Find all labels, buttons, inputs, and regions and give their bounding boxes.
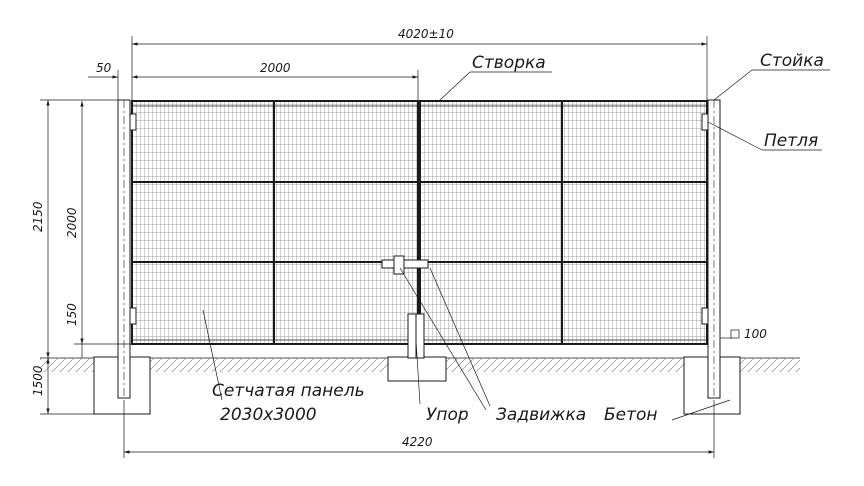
callout-mesh-size: 2030х3000 [220, 405, 317, 425]
stop-icon [407, 313, 425, 359]
hinge-icon [129, 307, 137, 325]
dim-ground-gap: 150 [65, 303, 79, 326]
leader-lines [202, 69, 830, 421]
hinge-icon [701, 307, 709, 325]
hinge-icon [129, 113, 137, 131]
callout-post: Стойка [760, 51, 824, 71]
dim-leaf-width: 2000 [260, 61, 291, 75]
gate-leaves [129, 100, 709, 359]
dim-foundation-depth: 1500 [31, 365, 45, 396]
dim-total-height: 2150 [31, 201, 45, 232]
callout-leaf: Створка [472, 53, 546, 73]
dimension-lines [40, 36, 740, 458]
right-leaf-frame [419, 100, 708, 345]
dim-post-offset: 50 [96, 61, 112, 75]
callout-mesh-panel: Сетчатая панель [212, 381, 365, 401]
dim-total-length: 4220 [402, 435, 433, 449]
callout-stop: Упор [426, 405, 469, 425]
dim-overall-width: 4020±10 [398, 27, 454, 41]
dim-panel-height: 2000 [65, 207, 79, 238]
dim-post-section: 100 [744, 327, 767, 341]
callout-latch: Задвижка [496, 405, 586, 425]
hinge-icon [701, 113, 709, 131]
callout-hinge: Петля [764, 131, 818, 151]
latch-icon [381, 255, 429, 275]
callout-concrete: Бетон [604, 405, 658, 425]
